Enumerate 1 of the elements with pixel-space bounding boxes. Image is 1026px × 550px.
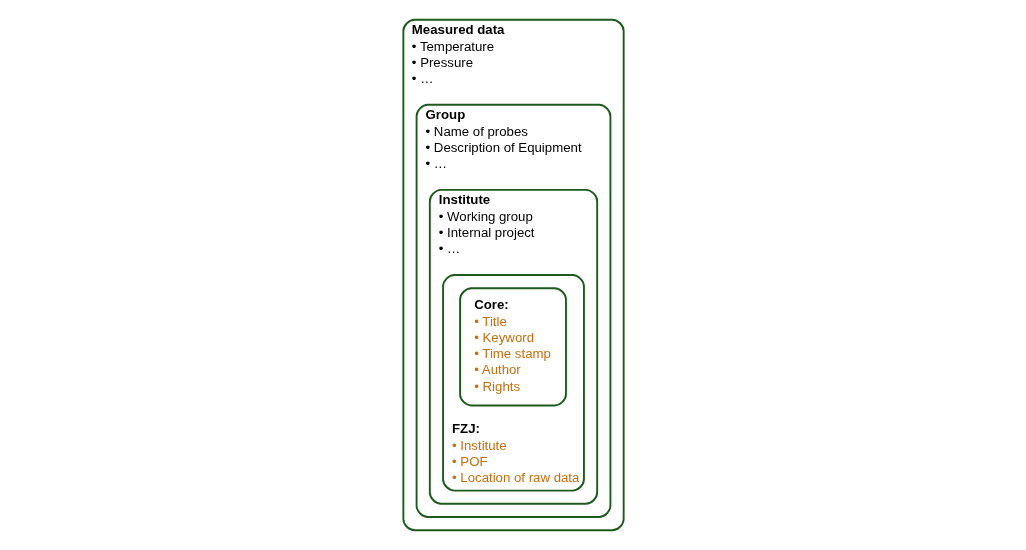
node-box: Core: • Title • Keyword • Time stamp • Author • Rights [458,287,567,407]
